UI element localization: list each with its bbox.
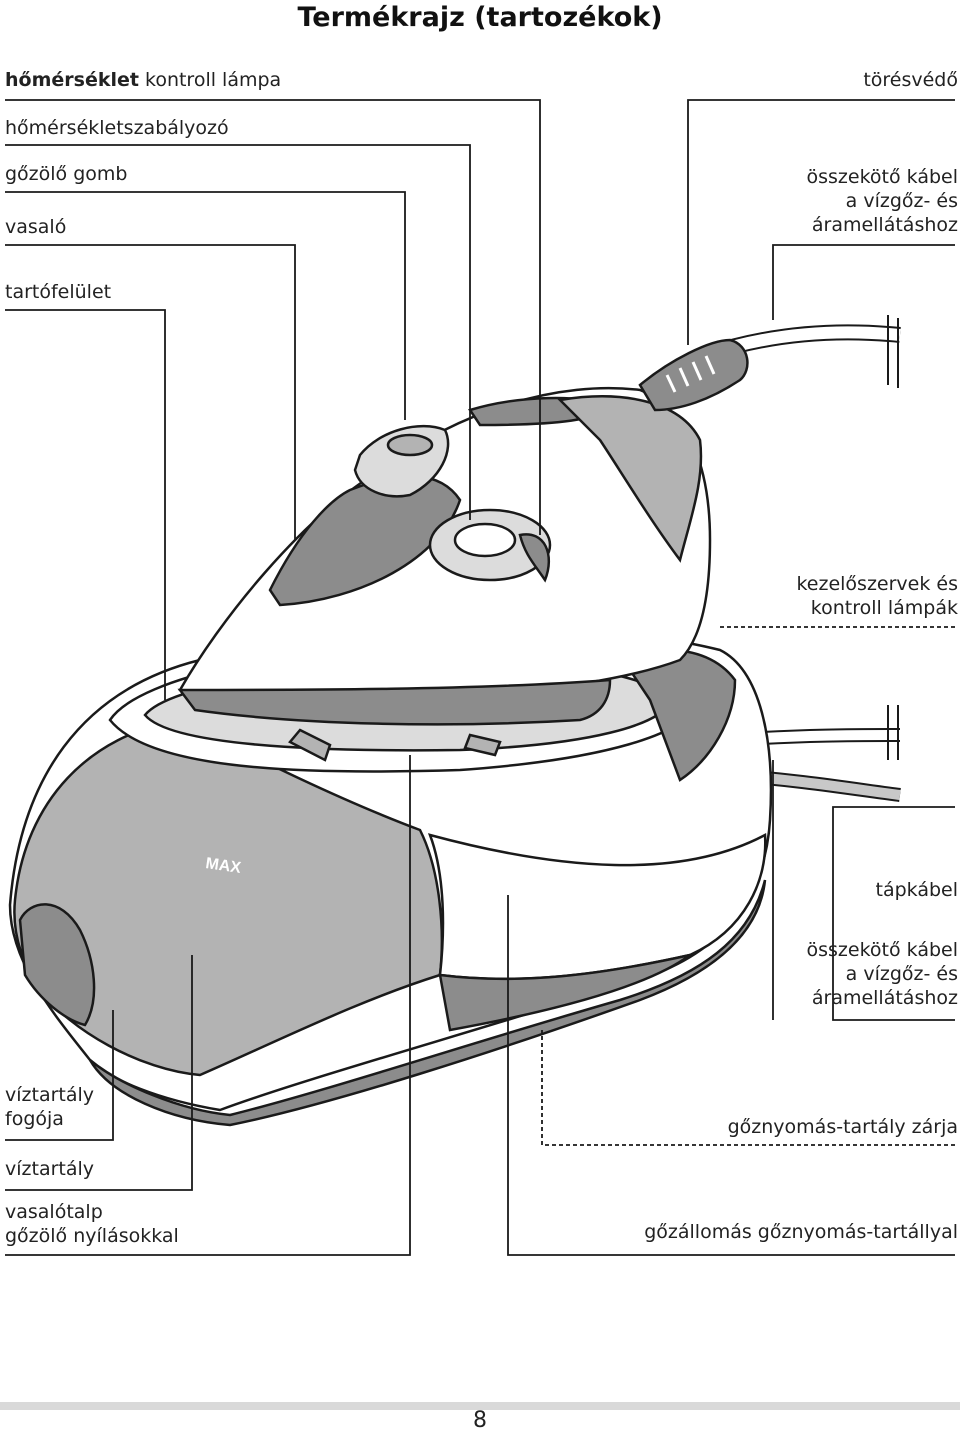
leader-iron — [5, 244, 296, 540]
footer-bar — [0, 1402, 960, 1410]
label-kink-protector: törésvédő — [863, 69, 958, 91]
label-connecting-cable: összekötő kábel a vízgőz- és áramellátás… — [806, 166, 959, 236]
label-steam-button: gőzölő gomb — [5, 163, 128, 185]
label-water-tank: víztartály — [5, 1158, 95, 1180]
label-iron: vasaló — [5, 216, 67, 238]
leader-rest-surface — [5, 309, 166, 700]
leader-thermostat — [5, 144, 471, 520]
label-steam-station: gőzállomás gőznyomás-tartállyal — [644, 1221, 958, 1243]
leader-soleplate — [5, 755, 411, 1256]
label-tank-handle: víztartály fogója — [5, 1084, 95, 1130]
steam-station-illustration: MAX — [5, 99, 955, 1256]
label-power-cable: tápkábel — [875, 879, 959, 901]
page-number: 8 — [473, 1408, 487, 1433]
leader-steam-button — [5, 191, 406, 420]
label-thermostat: hőmérsékletszabályozó — [5, 117, 229, 139]
label-controls: kezelőszervek és kontroll lámpák — [796, 573, 958, 619]
iron — [177, 338, 749, 762]
label-pressure-cap: gőznyomás-tartály zárja — [727, 1116, 958, 1138]
label-soleplate: vasalótalp gőzölő nyílásokkal — [5, 1201, 179, 1247]
leader-power-cable — [832, 806, 955, 1021]
leader-lines — [5, 99, 955, 1256]
leader-water-tank — [5, 955, 193, 1191]
label-connecting-cable-lower: összekötő kábel a vízgőz- és áramellátás… — [806, 939, 959, 1009]
page-title: Termékrajz (tartozékok) — [297, 2, 663, 33]
label-temp-lamp: hőmérséklet kontroll lámpa — [5, 69, 282, 91]
leader-kink-protector — [687, 99, 955, 345]
leader-temp-lamp — [5, 99, 541, 535]
max-marking: MAX — [204, 855, 242, 877]
leader-connecting-cable — [772, 244, 955, 320]
label-rest-surface: tartófelület — [5, 281, 112, 303]
leader-tank-handle — [5, 1010, 114, 1141]
leader-pressure-cap — [541, 1030, 955, 1146]
leader-steam-station — [507, 895, 955, 1256]
